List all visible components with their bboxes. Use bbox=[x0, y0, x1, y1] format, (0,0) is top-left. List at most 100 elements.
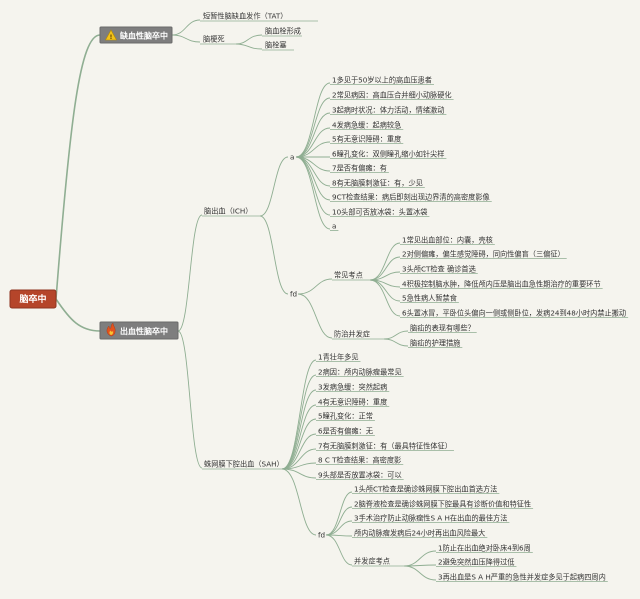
edge-kp-1 bbox=[369, 242, 401, 281]
sah-item-6[interactable]: 6是否有偏瘫：无 bbox=[318, 427, 373, 436]
edge-a-1 bbox=[295, 82, 331, 158]
sah-item-1[interactable]: 1青壮年多见 bbox=[318, 353, 359, 362]
edge-comp-2 bbox=[383, 338, 409, 347]
edge-sfd-complications bbox=[325, 534, 353, 566]
edge-sfd-4 bbox=[325, 534, 353, 537]
ich-a-item-11[interactable]: a bbox=[332, 222, 336, 231]
edge-sah-3 bbox=[281, 389, 317, 470]
edge-sah-9 bbox=[281, 468, 317, 479]
sah-list: 1青壮年多见 2病因：颅内动脉瘤最常见 3发病急缓：突然起病 4有无意识障碍：重度 5瞳… bbox=[316, 353, 454, 480]
edge-sfd-1 bbox=[325, 491, 353, 536]
edge-a-4 bbox=[295, 127, 331, 158]
embolism-node[interactable]: 脑栓塞 bbox=[265, 41, 287, 50]
edge-hem-sah bbox=[177, 330, 203, 469]
key-point-item-2[interactable]: 2对侧偏瘫，偏生感觉障碍，同向性偏盲（三偏征） bbox=[402, 250, 565, 259]
sah-item-7[interactable]: 7有无脑膜刺激征：有（最具特征性体征） bbox=[318, 442, 452, 451]
sah-fd-item-1[interactable]: 1头颅CT检查是确诊蛛网膜下腔出血首选方法 bbox=[354, 485, 497, 494]
sah-item-8[interactable]: 8 C T检查结果：高密度影 bbox=[318, 456, 401, 465]
key-points-list: 1常见出血部位：内囊，壳核 2对侧偏瘫，偏生感觉障碍，同向性偏盲（三偏征） 3头颅C… bbox=[400, 236, 629, 318]
ich-a-item-2[interactable]: 2常见病因：高血压合并细小动脉硬化 bbox=[332, 91, 452, 100]
edge-hem-ich bbox=[177, 214, 203, 332]
sah-fd-item-2[interactable]: 2脑脊液检查是确诊蛛网膜下腔最具有诊断价值和特征性 bbox=[354, 500, 531, 509]
edge-ischemic-infarct bbox=[171, 34, 201, 43]
sah-complication-item-3[interactable]: 3再出血是S A H严重的急性并发症多见于起病四周内 bbox=[438, 573, 606, 582]
edge-sfd-2 bbox=[325, 506, 353, 536]
ich-fd-node[interactable]: fd bbox=[290, 290, 297, 299]
complications-list: 脑疝的表现有哪些？ 脑疝的护理措施 bbox=[408, 324, 477, 348]
edge-a-2 bbox=[295, 97, 331, 158]
edge-a-11 bbox=[295, 156, 331, 230]
root-label: 脑卒中 bbox=[18, 293, 46, 305]
edge-fd-complications bbox=[297, 293, 333, 339]
sah-complications-list: 1防止在出血绝对卧床4到6周 2避免突然血压降得过低 3再出血是S A H严重的急性… bbox=[436, 544, 608, 582]
edge-sah-1 bbox=[281, 359, 317, 470]
edge-root-ischemic bbox=[55, 34, 101, 300]
sah-item-4[interactable]: 4有无意识障碍：重度 bbox=[318, 398, 387, 407]
edge-fd-keypoints bbox=[297, 278, 333, 295]
ich-a-item-1[interactable]: 1多见于50岁以上的高血压患者 bbox=[332, 76, 432, 85]
edge-a-3 bbox=[295, 112, 331, 158]
sah-fd-item-3[interactable]: 3手术治疗防止动脉瘤性S A H在出血的最佳方法 bbox=[354, 514, 507, 523]
sah-item-5[interactable]: 5瞳孔变化：正常 bbox=[318, 412, 373, 421]
edge-sah-fd bbox=[281, 468, 317, 536]
ich-a-item-7[interactable]: 7是否有偏瘫：有 bbox=[332, 164, 387, 173]
hemorrhagic-node[interactable]: 出血性脑卒中 bbox=[99, 321, 179, 340]
ich-a-item-5[interactable]: 5有无意识障碍：重度 bbox=[332, 135, 401, 144]
edge-kp-6 bbox=[369, 279, 401, 317]
warning-icon: ! bbox=[104, 29, 118, 41]
edge-a-10 bbox=[295, 156, 331, 216]
edge-sah-6 bbox=[281, 433, 317, 470]
ich-a-item-10[interactable]: 10头部可否放冰袋：头置冰袋 bbox=[332, 208, 427, 217]
fire-icon bbox=[106, 322, 116, 337]
complications-node[interactable]: 防治并发症 bbox=[334, 330, 370, 339]
hemorrhagic-label: 出血性脑卒中 bbox=[120, 326, 168, 336]
ich-a-item-8[interactable]: 8有无脑膜刺激征：有，少见 bbox=[332, 179, 423, 188]
mind-map-edges bbox=[55, 19, 437, 581]
edge-ich-a bbox=[259, 156, 289, 217]
ischemic-node[interactable]: ! 缺血性脑卒中 bbox=[99, 26, 173, 44]
edge-kp-2 bbox=[369, 256, 401, 281]
edge-a-8 bbox=[295, 156, 331, 187]
sah-fd-node[interactable]: fd bbox=[318, 531, 325, 540]
key-point-item-5[interactable]: 5急性病人暂禁食 bbox=[402, 294, 457, 303]
edge-infarct-thrombus bbox=[235, 34, 263, 45]
key-point-item-1[interactable]: 1常见出血部位：内囊，壳核 bbox=[402, 236, 493, 245]
sah-complication-item-1[interactable]: 1防止在出血绝对卧床4到6周 bbox=[438, 544, 531, 553]
edge-comp-1 bbox=[383, 330, 409, 340]
complication-item-2[interactable]: 脑疝的护理措施 bbox=[410, 339, 460, 348]
svg-text:!: ! bbox=[110, 34, 113, 41]
infarct-node[interactable]: 脑梗死 bbox=[203, 35, 225, 44]
thrombus-node[interactable]: 脑血栓形成 bbox=[265, 27, 301, 36]
sah-fd-list: 1头颅CT检查是确诊蛛网膜下腔出血首选方法 2脑脊液检查是确诊蛛网膜下腔最具有诊断… bbox=[352, 485, 534, 538]
tat-node[interactable]: 短暂性脑缺血发作（TAT） bbox=[203, 12, 287, 21]
sah-item-3[interactable]: 3发病急缓：突然起病 bbox=[318, 383, 387, 392]
edge-infarct-embolism bbox=[235, 43, 263, 50]
edge-sah-2 bbox=[281, 374, 317, 470]
key-point-item-4[interactable]: 4积极控制脑水肿，降低颅内压是脑出血急性期治疗的重要环节 bbox=[402, 280, 601, 289]
sah-node[interactable]: 蛛网膜下腔出血（SAH） bbox=[204, 460, 284, 469]
root-node[interactable]: 脑卒中 bbox=[9, 289, 57, 309]
complication-item-1[interactable]: 脑疝的表现有哪些？ bbox=[410, 324, 475, 333]
key-points-node[interactable]: 常见考点 bbox=[334, 271, 363, 280]
sah-complications-node[interactable]: 并发症考点 bbox=[354, 557, 390, 566]
ich-a-item-6[interactable]: 6瞳孔变化：双侧瞳孔缩小如针尖样 bbox=[332, 150, 444, 159]
ich-a-node[interactable]: a bbox=[290, 153, 294, 162]
ich-node[interactable]: 脑出血（ICH） bbox=[204, 207, 252, 216]
sah-item-9[interactable]: 9头部是否放置冰袋：可以 bbox=[318, 471, 402, 480]
ich-a-item-4[interactable]: 4发病急缓：起病较急 bbox=[332, 121, 401, 130]
sah-fd-item-4[interactable]: 颅内动脉瘤发病后24小时再出血风险最大 bbox=[354, 529, 485, 538]
edge-root-hemorrhagic bbox=[55, 298, 101, 332]
edge-ischemic-tat bbox=[171, 19, 201, 36]
key-point-item-6[interactable]: 6头置冰冒，平卧位头偏向一侧或侧卧位，发病24到48小时内禁止搬动 bbox=[402, 309, 626, 318]
sah-item-2[interactable]: 2病因：颅内动脉瘤最常见 bbox=[318, 368, 402, 377]
ich-a-item-3[interactable]: 3起病时状况：体力活动，情绪激动 bbox=[332, 106, 444, 115]
ischemic-label: 缺血性脑卒中 bbox=[119, 31, 168, 41]
ich-a-list: 1多见于50岁以上的高血压患者 2常见病因：高血压合并细小动脉硬化 3起病时状况：体… bbox=[330, 76, 492, 231]
ich-a-item-9[interactable]: 9CT检查结果：病后即刻出现边界清的高密度影像 bbox=[332, 193, 490, 202]
edge-ich-fd bbox=[259, 215, 289, 295]
edge-sc-1 bbox=[403, 550, 437, 567]
key-point-item-3[interactable]: 3头颅CT检查 确诊首选 bbox=[402, 265, 476, 274]
sah-complication-item-2[interactable]: 2避免突然血压降得过低 bbox=[438, 558, 514, 567]
edge-sc-3 bbox=[403, 565, 437, 581]
